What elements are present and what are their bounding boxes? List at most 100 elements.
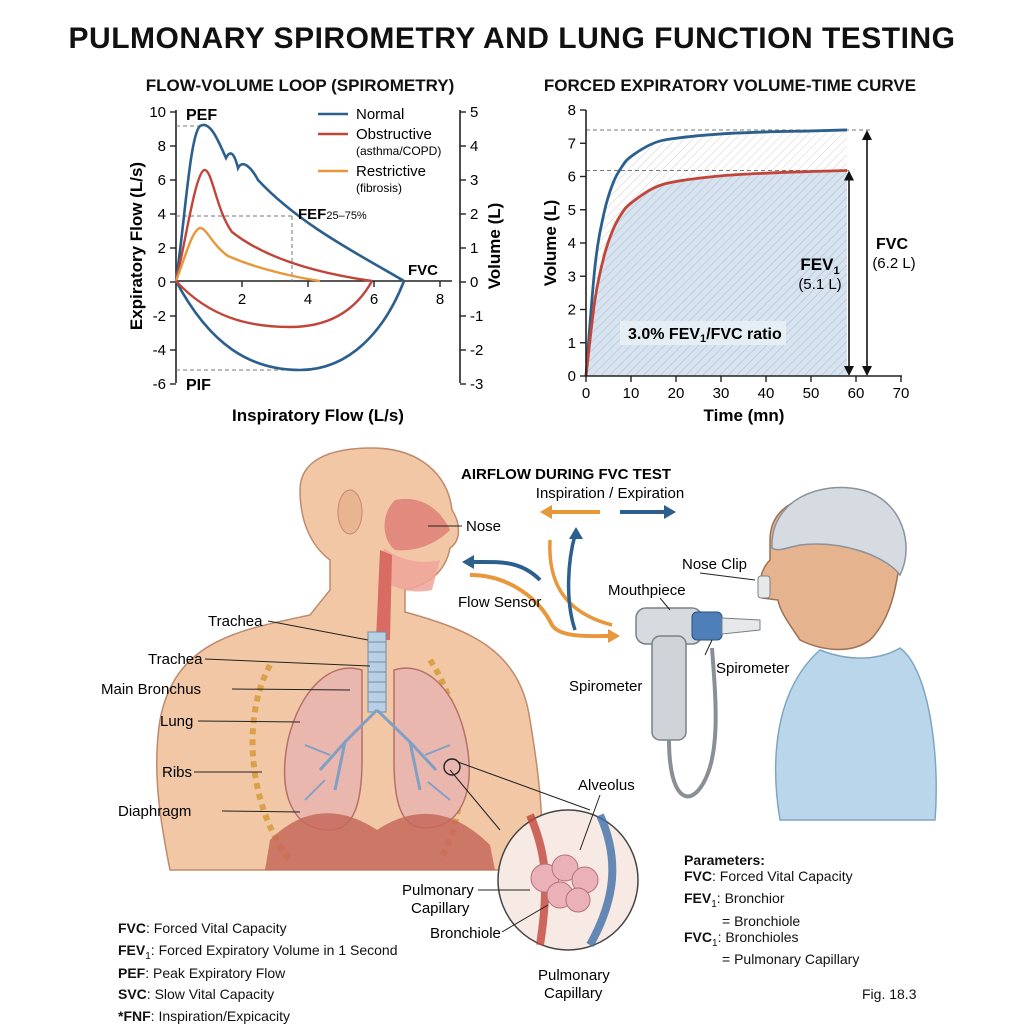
- parameter-row: FVC1: Bronchioles: [684, 928, 799, 949]
- parameter-row: = Bronchiole: [722, 912, 801, 929]
- fv-x-ticks: 2 4 6 8: [238, 281, 444, 308]
- parameters-title: Parameters:: [684, 852, 765, 868]
- fv-y-tick-label: 4: [158, 206, 166, 223]
- vt-x-tick-label: 60: [848, 385, 865, 402]
- oral-cavity: [384, 548, 440, 592]
- mouthpiece: [721, 617, 761, 635]
- nose-clip: [757, 575, 771, 599]
- vt-x-tick-label: 50: [803, 385, 820, 402]
- label-lung: Lung: [160, 713, 193, 730]
- obstructive-inspiratory-curve: [175, 280, 374, 329]
- vt-y-tick-label: 7: [568, 135, 576, 152]
- spirometer-collar: [691, 611, 723, 641]
- label-spirometer-right: Spirometer: [716, 660, 789, 677]
- fv-right-tick-label: -2: [470, 342, 483, 359]
- restrictive-expiratory-curve: [174, 226, 321, 283]
- vt-x-tick-label: 0: [582, 385, 590, 402]
- parameter-row: FEV1: Bronchior: [684, 889, 785, 910]
- label-pulmonary-capillary-1: Pulmonary: [402, 882, 474, 899]
- anatomy-illustration: AIRFLOW DURING FVC TEST Inspiration / Ex…: [101, 447, 937, 1002]
- spirometer-handle: [651, 635, 687, 741]
- definition-row: SVC: Slow Vital Capacity: [118, 986, 275, 1003]
- fv-right-tick-label: 4: [470, 138, 478, 155]
- ear: [337, 489, 363, 535]
- label-pulmonary-capillary-2: Pulmonary: [538, 967, 610, 984]
- vt-series-lower: [584, 169, 848, 377]
- fv-y-tick-label: 0: [158, 274, 166, 291]
- fv-x-tick-label: 6: [370, 291, 378, 308]
- fvc-label: FVC: [408, 262, 438, 279]
- fef-label: FEF25–75%: [298, 206, 367, 223]
- vt-fvc-label: FVC: [876, 236, 908, 253]
- label-trachea-2: Trachea: [148, 651, 203, 668]
- subject-gown: [774, 647, 937, 821]
- fv-y-tick-label: 6: [158, 172, 166, 189]
- legend-obstructive: Obstructive: [356, 126, 432, 143]
- vt-fvc-value: (6.2 L): [872, 255, 915, 272]
- definition-row: FEV1: Forced Expiratory Volume in 1 Seco…: [118, 941, 398, 962]
- definition-row: *FNF: Inspiration/Expicacity: [118, 1008, 290, 1025]
- fv-legend: Normal Obstructive (asthma/COPD) Restric…: [318, 106, 441, 195]
- vt-x-tick-label: 10: [623, 385, 640, 402]
- vt-y-label: Volume (L): [541, 200, 560, 287]
- label-mouthpiece: Mouthpiece: [608, 582, 686, 599]
- label-pulmonary-capillary-1b: Capillary: [411, 900, 470, 917]
- fev1-arrow-head-bottom: [844, 366, 854, 376]
- vt-y-tick-label: 5: [568, 202, 576, 219]
- flow-volume-title: FLOW-VOLUME LOOP (SPIROMETRY): [145, 76, 455, 95]
- definition-row: FVC: Forced Vital Capacity: [118, 920, 287, 936]
- label-nose: Nose: [466, 518, 501, 535]
- fv-y-tick-label: -2: [153, 308, 166, 325]
- fv-x-tick-label: 8: [436, 291, 444, 308]
- normal-expiratory-curve: [174, 123, 405, 283]
- fv-x-tick-label: 2: [238, 291, 246, 308]
- fvc-arrow-head-top: [862, 129, 872, 140]
- airflow-arrows: [462, 505, 676, 643]
- parameters-list: Parameters: FVC: Forced Vital Capacity F…: [684, 852, 924, 967]
- vt-x-label: Time (mn): [704, 406, 785, 425]
- fv-y-tick-label: 8: [158, 138, 166, 155]
- page-title: PULMONARY SPIROMETRY AND LUNG FUNCTION T…: [68, 22, 956, 55]
- label-pulmonary-capillary-2b: Capillary: [544, 985, 603, 1002]
- fv-right-tick-label: -3: [470, 376, 483, 393]
- fv-x-tick-label: 4: [304, 291, 312, 308]
- legend-restrictive: Restrictive: [356, 163, 426, 180]
- airflow-title: AIRFLOW DURING FVC TEST: [461, 466, 671, 483]
- volume-time-title: FORCED EXPIRATORY VOLUME-TIME CURVE: [543, 76, 917, 95]
- vt-y-tick-label: 6: [568, 169, 576, 186]
- left-lung: [283, 667, 363, 831]
- spirometer-device: [635, 607, 761, 799]
- diaphragm: [265, 813, 495, 870]
- pharynx: [376, 550, 392, 640]
- fev1-arrow-head-top: [844, 170, 854, 181]
- pif-label: PIF: [186, 377, 211, 394]
- legend-restrictive-sub: (fibrosis): [356, 181, 402, 195]
- fv-y-tick-label: -6: [153, 376, 166, 393]
- between-area: [586, 129, 847, 376]
- airflow-subtitle: Inspiration / Expiration: [536, 485, 684, 502]
- label-ribs: Ribs: [162, 764, 192, 781]
- ratio-label: 3.0% FEV1/FVC ratio: [628, 326, 782, 345]
- vt-x-tick-label: 30: [713, 385, 730, 402]
- label-trachea-1: Trachea: [208, 613, 263, 630]
- fv-x-label: Inspiratory Flow (L/s): [232, 406, 404, 425]
- nasal-cavity: [384, 498, 450, 551]
- hair-cap: [771, 486, 907, 577]
- alveolus-inset: [443, 758, 639, 951]
- parameter-row: FVC: Forced Vital Capacity: [684, 868, 853, 884]
- fv-right-tick-label: 0: [470, 274, 478, 291]
- label-nose-clip: Nose Clip: [682, 556, 747, 573]
- fv-right-tick-label: 1: [470, 240, 478, 257]
- right-lung: [393, 667, 470, 829]
- obstructive-expiratory-curve: [174, 168, 373, 283]
- vt-x-tick-label: 40: [758, 385, 775, 402]
- label-bronchiole: Bronchiole: [430, 925, 501, 942]
- label-alveolus: Alveolus: [578, 777, 635, 794]
- definitions-list: FVC: Forced Vital Capacity FEV1: Forced …: [118, 920, 458, 1030]
- fev1-label: FEV1: [800, 255, 839, 277]
